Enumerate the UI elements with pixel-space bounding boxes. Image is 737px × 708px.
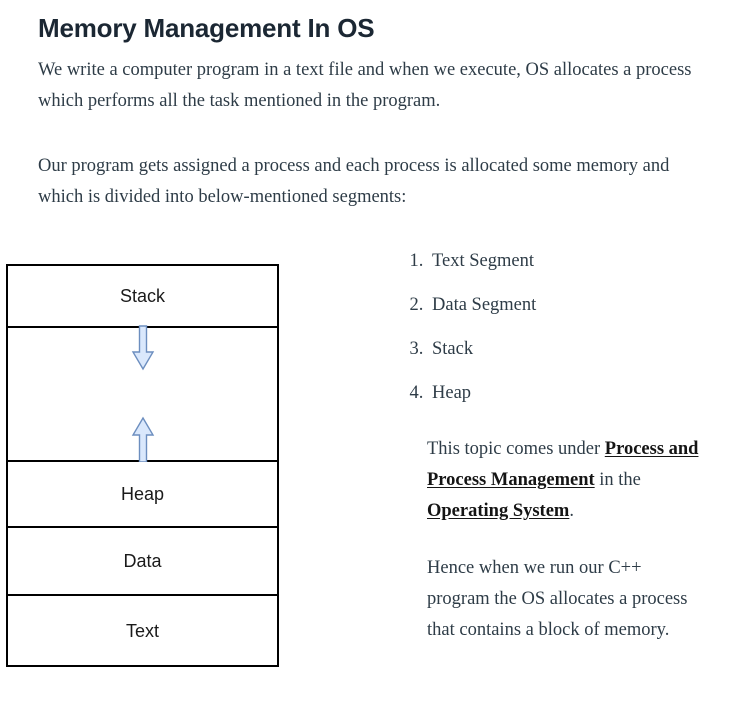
memory-row-text: Text — [8, 596, 277, 665]
page-title: Memory Management In OS — [38, 13, 375, 43]
intro-section: We write a computer program in a text fi… — [38, 55, 710, 213]
memory-row-free-space — [8, 325, 277, 463]
link-process-and-process-management[interactable]: Process and Process Management — [427, 439, 699, 490]
list-item: Data Segment — [428, 290, 737, 321]
memory-row-label-text: Text — [125, 620, 159, 641]
list-item: Heap — [428, 378, 737, 409]
memory-row-stack: Stack — [8, 266, 277, 328]
arrow-down-icon — [131, 325, 154, 371]
segments-column: Text Segment Data Segment Stack Heap Thi… — [396, 246, 737, 646]
notes-section: This topic comes under Process and Proce… — [396, 434, 706, 646]
memory-row-heap: Heap — [8, 462, 277, 528]
memory-row-label-stack: Stack — [119, 286, 166, 306]
segment-list: Text Segment Data Segment Stack Heap — [396, 246, 737, 409]
topic-paragraph-tail: . — [569, 501, 574, 521]
closing-paragraph: Hence when we run our C++ program the OS… — [427, 558, 688, 640]
memory-row-data: Data — [8, 528, 277, 596]
memory-row-label-heap: Heap — [120, 484, 165, 504]
topic-paragraph-middle: in the — [594, 470, 641, 490]
growth-arrows-layer — [8, 325, 277, 463]
list-item: Stack — [428, 334, 737, 365]
intro-paragraph-2: Our program gets assigned a process and … — [38, 156, 670, 207]
link-operating-system[interactable]: Operating System — [427, 501, 570, 521]
arrow-up-icon — [131, 416, 154, 463]
memory-row-label-data: Data — [123, 551, 162, 571]
intro-paragraph-1: We write a computer program in a text fi… — [38, 60, 692, 111]
list-item: Text Segment — [428, 246, 737, 277]
topic-paragraph: This topic comes under Process and Proce… — [427, 434, 706, 527]
topic-paragraph-lead: This topic comes under — [427, 439, 605, 459]
process-memory-layout-diagram: Stack Heap Data Text — [6, 264, 279, 667]
